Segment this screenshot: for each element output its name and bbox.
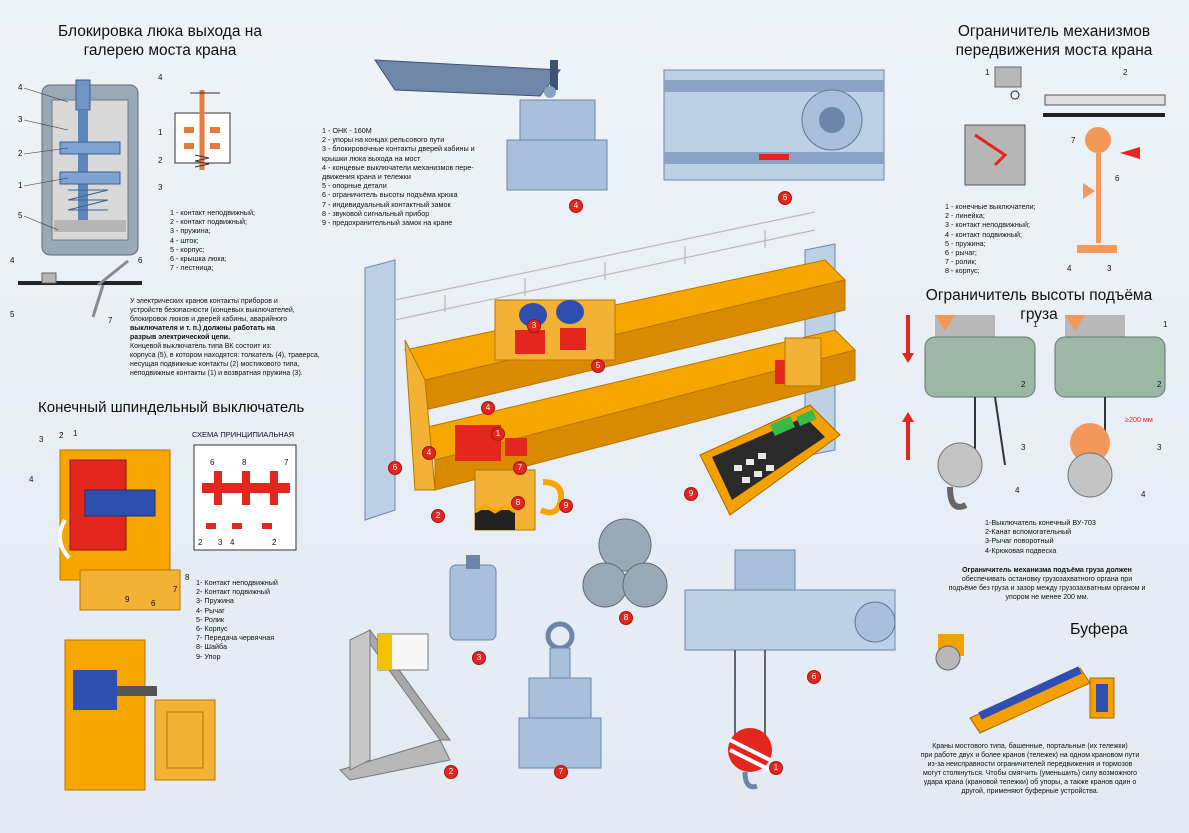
svg-text:7: 7 — [173, 585, 178, 594]
height-limiter-title: Ограничитель высоты подъёма груза — [925, 287, 1153, 323]
svg-text:4: 4 — [158, 73, 163, 82]
svg-text:1: 1 — [158, 128, 163, 137]
svg-text:2: 2 — [1157, 380, 1162, 389]
hook-trolley-part — [684, 549, 896, 790]
svg-text:4: 4 — [230, 538, 235, 547]
svg-text:4: 4 — [10, 256, 15, 265]
svg-text:3: 3 — [158, 183, 163, 192]
svg-text:1: 1 — [1163, 320, 1168, 329]
svg-text:3: 3 — [1157, 443, 1162, 452]
travel-legend: 1 - конечные выключатели;2 - линейка;3 -… — [945, 202, 1036, 276]
svg-text:2: 2 — [272, 538, 277, 547]
hatch-ladder-diagram: 4 6 5 7 — [10, 256, 143, 325]
travel-limiter-diagram: 1 2 7 6 4 3 — [964, 66, 1166, 273]
svg-text:2: 2 — [198, 538, 203, 547]
svg-text:8: 8 — [242, 458, 247, 467]
height-limiter-diagram: 1 1 2 2 3 3 4 4 — [902, 315, 1168, 510]
badge-7-crane: 7 — [514, 462, 526, 474]
svg-text:4: 4 — [29, 475, 34, 484]
svg-text:7: 7 — [108, 316, 113, 325]
travel-limiter-title: Ограничитель механизмов передвижения мос… — [955, 23, 1153, 59]
svg-text:4: 4 — [1067, 264, 1072, 273]
hatch-description: У электрических кранов контакты приборов… — [130, 298, 320, 377]
badge-4-rail: 4 — [570, 200, 582, 212]
svg-text:1: 1 — [73, 429, 78, 438]
buffers-diagram — [935, 634, 1115, 734]
spindle-section-diagram — [64, 639, 216, 791]
badge-3-crane: 3 — [528, 320, 540, 332]
svg-text:9: 9 — [125, 595, 130, 604]
rail-stop-diagram — [374, 59, 608, 191]
lock-part — [518, 621, 602, 769]
badge-1-hook: 1 — [770, 762, 782, 774]
hatch-legend: 1 - контакт неподвижный;2 - контакт подв… — [170, 208, 255, 273]
badge-8-signal: 8 — [620, 612, 632, 624]
svg-text:3: 3 — [18, 115, 23, 124]
badge-6-hook: 6 — [808, 671, 820, 683]
limit-switch-part — [449, 555, 497, 641]
sound-signal-part — [582, 518, 668, 608]
svg-text:2: 2 — [18, 149, 23, 158]
badge-2-crane: 2 — [432, 510, 444, 522]
rail-stop-bracket-part — [339, 628, 451, 781]
buffers-title: Буфера — [1070, 621, 1128, 638]
badge-9-device: 9 — [685, 488, 697, 500]
svg-text:7: 7 — [284, 458, 289, 467]
badge-7-lock: 7 — [555, 766, 567, 778]
svg-text:5: 5 — [10, 310, 15, 319]
badge-1-crane: 1 — [492, 428, 504, 440]
svg-text:1: 1 — [18, 181, 23, 190]
svg-text:1: 1 — [1033, 320, 1038, 329]
svg-text:3: 3 — [39, 435, 44, 444]
height-description: Ограничитель механизма подъёма груза дол… — [948, 567, 1146, 601]
badge-4-crane-a: 4 — [482, 402, 494, 414]
svg-text:3: 3 — [1107, 264, 1112, 273]
svg-text:6: 6 — [1115, 174, 1120, 183]
svg-text:5: 5 — [18, 211, 23, 220]
bridge-end-diagram — [663, 69, 885, 181]
svg-text:4: 4 — [18, 83, 23, 92]
svg-text:3: 3 — [218, 538, 223, 547]
badge-6-crane: 6 — [389, 462, 401, 474]
badge-9-crane: 9 — [560, 500, 572, 512]
buffers-description: Краны мостового типа, башенные, портальн… — [920, 743, 1140, 795]
badge-6-bridge: 6 — [779, 192, 791, 204]
badge-5-crane: 5 — [592, 360, 604, 372]
hatch-switch-diagram: 4 3 2 1 5 — [18, 79, 139, 256]
onk-160m-device — [699, 404, 841, 516]
scheme-title: СХЕМА ПРИНЦИПИАЛЬНАЯ — [192, 430, 295, 439]
svg-text:6: 6 — [151, 599, 156, 608]
hatch-schematic: 4 1 2 3 — [158, 73, 231, 192]
svg-text:3: 3 — [1021, 443, 1026, 452]
svg-text:6: 6 — [138, 256, 143, 265]
svg-text:4: 4 — [1141, 490, 1146, 499]
height-gap-note: ≥200 мм — [1125, 415, 1153, 424]
svg-text:4: 4 — [1015, 486, 1020, 495]
svg-text:2: 2 — [158, 156, 163, 165]
svg-text:2: 2 — [1123, 68, 1128, 77]
spindle-title: Конечный шпиндельный выключатель — [38, 399, 305, 416]
badge-4-crane-b: 4 — [423, 447, 435, 459]
badge-3-switch: 3 — [473, 652, 485, 664]
svg-text:7: 7 — [1071, 136, 1076, 145]
badge-2-bracket: 2 — [445, 766, 457, 778]
badge-8-crane: 8 — [512, 497, 524, 509]
svg-text:6: 6 — [210, 458, 215, 467]
svg-text:8: 8 — [185, 573, 190, 582]
svg-text:2: 2 — [1021, 380, 1026, 389]
svg-text:1: 1 — [985, 68, 990, 77]
bridge-crane-illustration — [364, 211, 856, 531]
hatch-title: Блокировка люка выхода на галерею моста … — [58, 23, 262, 59]
svg-text:2: 2 — [59, 431, 64, 440]
